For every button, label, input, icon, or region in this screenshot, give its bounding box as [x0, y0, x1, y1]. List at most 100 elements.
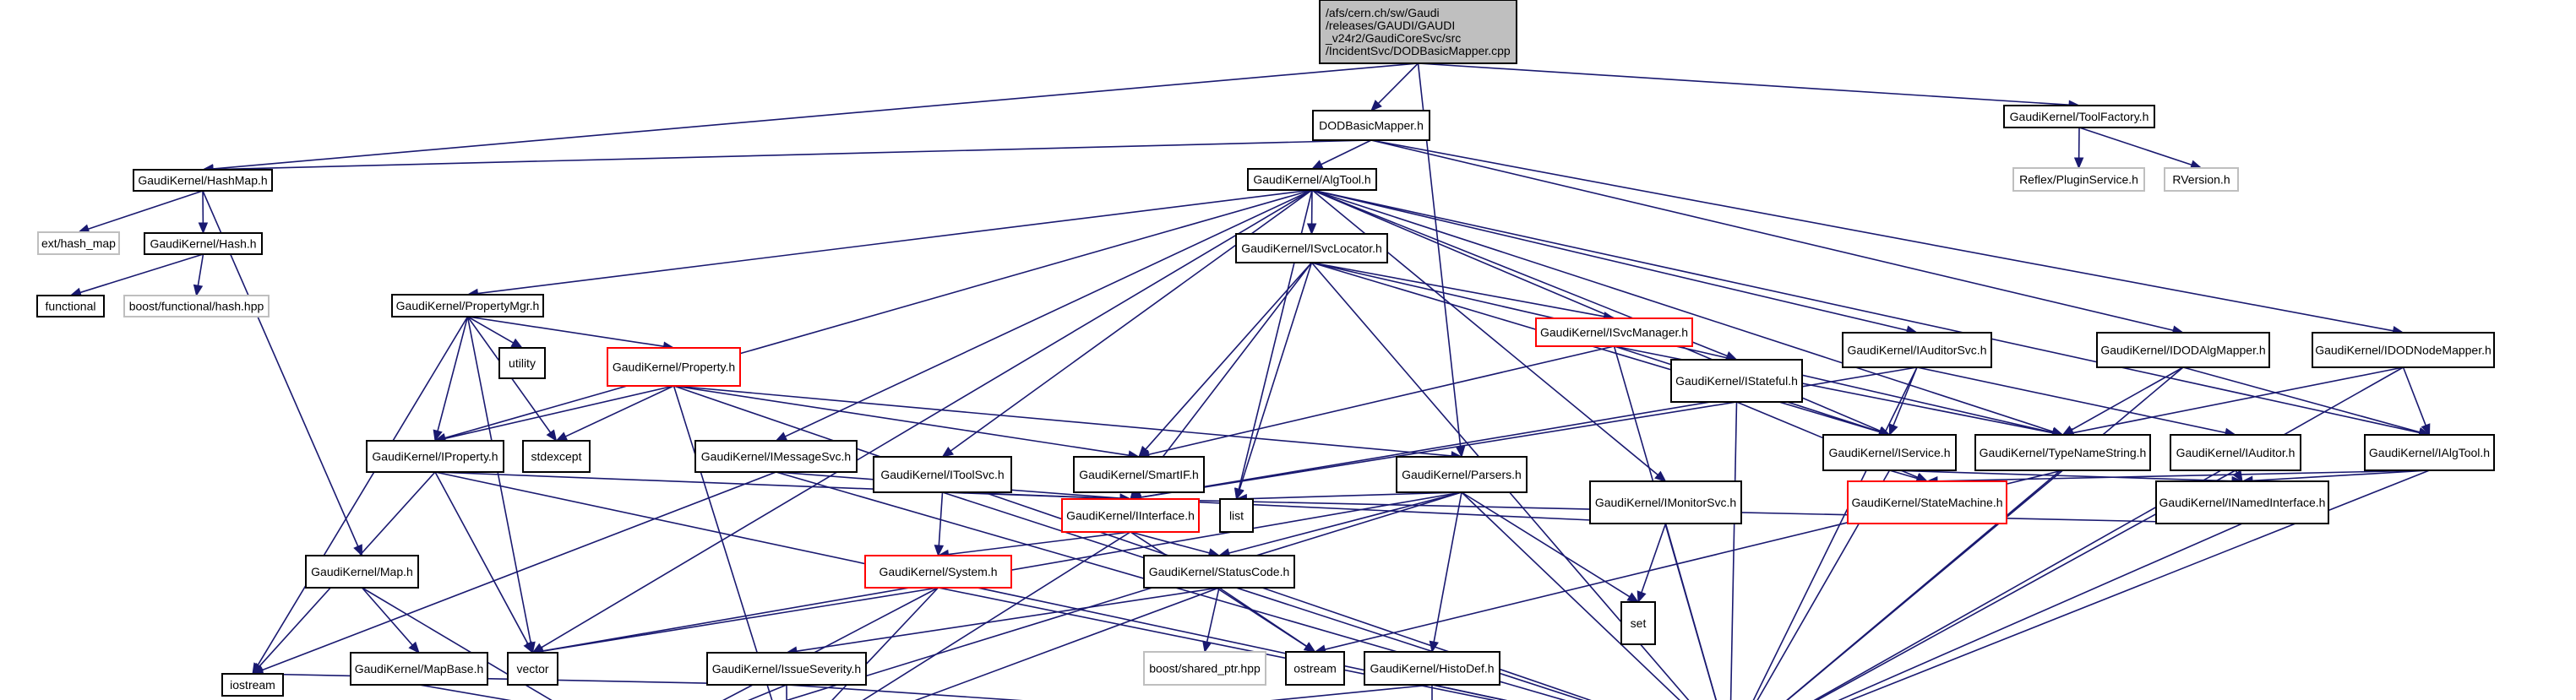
node-box[interactable]: [1670, 359, 1803, 403]
arrowhead-icon: [1888, 423, 1898, 437]
node-box[interactable]: [1247, 168, 1377, 191]
node-box[interactable]: [2364, 434, 2495, 471]
node-root[interactable]: /afs/cern.ch/sw/Gaudi/releases/GAUDI/GAU…: [1319, 0, 1517, 64]
node-box[interactable]: [1235, 233, 1388, 263]
node-SmartIF[interactable]: GaudiKernel/SmartIF.h: [1073, 456, 1205, 493]
node-utility[interactable]: utility: [498, 347, 546, 379]
node-label: GaudiKernel/IToolSvc.h: [880, 468, 1004, 481]
node-box[interactable]: [1319, 0, 1517, 64]
node-box[interactable]: [2155, 480, 2329, 524]
node-stdexcept[interactable]: stdexcept: [522, 440, 591, 473]
node-box[interactable]: [36, 295, 105, 317]
node-set[interactable]: set: [1620, 601, 1656, 645]
node-box[interactable]: [2012, 167, 2145, 192]
node-list[interactable]: list: [1219, 498, 1254, 533]
node-box[interactable]: [1589, 480, 1742, 524]
node-box[interactable]: [1312, 110, 1430, 141]
node-Parsers[interactable]: GaudiKernel/Parsers.h: [1396, 456, 1528, 493]
node-IDODAlgMapper[interactable]: GaudiKernel/IDODAlgMapper.h: [2096, 332, 2270, 368]
node-box[interactable]: [144, 232, 263, 255]
node-ToolFactory[interactable]: GaudiKernel/ToolFactory.h: [2003, 105, 2155, 128]
node-box[interactable]: [1535, 317, 1693, 347]
node-MapBase[interactable]: GaudiKernel/MapBase.h: [350, 652, 488, 686]
node-box[interactable]: [221, 673, 284, 697]
node-IMonitorSvc[interactable]: GaudiKernel/IMonitorSvc.h: [1589, 480, 1742, 524]
node-box[interactable]: [2003, 105, 2155, 128]
node-PropertyMgr[interactable]: GaudiKernel/PropertyMgr.h: [391, 294, 544, 317]
node-box[interactable]: [706, 652, 867, 686]
node-box[interactable]: [37, 231, 120, 255]
node-box[interactable]: [1974, 434, 2151, 471]
node-box[interactable]: [864, 555, 1012, 589]
node-IMessageSvc[interactable]: GaudiKernel/IMessageSvc.h: [694, 440, 858, 473]
node-TypeNameString[interactable]: GaudiKernel/TypeNameString.h: [1974, 434, 2151, 471]
node-box[interactable]: [1842, 332, 1992, 368]
node-box[interactable]: [123, 295, 270, 317]
node-System[interactable]: GaudiKernel/System.h: [864, 555, 1012, 589]
node-StatusCode[interactable]: GaudiKernel/StatusCode.h: [1143, 555, 1295, 589]
node-Map[interactable]: GaudiKernel/Map.h: [305, 555, 419, 589]
node-boost_hash[interactable]: boost/functional/hash.hpp: [123, 295, 270, 317]
node-box[interactable]: [1822, 434, 1957, 471]
node-functional[interactable]: functional: [36, 295, 105, 317]
node-IService[interactable]: GaudiKernel/IService.h: [1822, 434, 1957, 471]
node-Property[interactable]: GaudiKernel/Property.h: [607, 347, 741, 387]
node-ISvcLocator[interactable]: GaudiKernel/ISvcLocator.h: [1235, 233, 1388, 263]
node-box[interactable]: [1847, 480, 2007, 524]
node-iostream[interactable]: iostream: [221, 673, 284, 697]
node-box[interactable]: [350, 652, 488, 686]
node-Hash[interactable]: GaudiKernel/Hash.h: [144, 232, 263, 255]
node-INamedInterface[interactable]: GaudiKernel/INamedInterface.h: [2155, 480, 2329, 524]
node-box[interactable]: [1143, 555, 1295, 589]
node-AlgTool[interactable]: GaudiKernel/AlgTool.h: [1247, 168, 1377, 191]
node-box[interactable]: [391, 294, 544, 317]
node-vector[interactable]: vector: [507, 652, 558, 686]
node-PluginService[interactable]: Reflex/PluginService.h: [2012, 167, 2145, 192]
node-ISvcManager[interactable]: GaudiKernel/ISvcManager.h: [1535, 317, 1693, 347]
edge-IMessageSvc-to-iostream: [261, 471, 776, 671]
node-IAuditor[interactable]: GaudiKernel/IAuditor.h: [2170, 434, 2301, 471]
node-label: GaudiKernel/IMonitorSvc.h: [1595, 496, 1736, 509]
node-IInterface[interactable]: GaudiKernel/IInterface.h: [1061, 498, 1200, 533]
node-box[interactable]: [1364, 651, 1500, 686]
node-label: boost/functional/hash.hpp: [129, 300, 264, 313]
node-IStateful[interactable]: GaudiKernel/IStateful.h: [1670, 359, 1803, 403]
node-ext_hash_map[interactable]: ext/hash_map: [37, 231, 120, 255]
node-box[interactable]: [522, 440, 591, 473]
node-label: GaudiKernel/Map.h: [311, 565, 413, 578]
node-box[interactable]: [873, 456, 1012, 493]
node-RVersion[interactable]: RVersion.h: [2164, 167, 2239, 192]
node-IDODNodeMapper[interactable]: GaudiKernel/IDODNodeMapper.h: [2312, 332, 2495, 368]
node-box[interactable]: [1061, 498, 1200, 533]
node-box[interactable]: [2312, 332, 2495, 368]
node-DODBasicMapper[interactable]: DODBasicMapper.h: [1312, 110, 1430, 141]
node-box[interactable]: [133, 169, 273, 192]
node-ostream[interactable]: ostream: [1285, 651, 1345, 686]
node-box[interactable]: [1285, 651, 1345, 686]
node-box[interactable]: [305, 555, 419, 589]
node-box[interactable]: [1143, 651, 1266, 686]
node-box[interactable]: [366, 440, 504, 473]
node-box[interactable]: [1396, 456, 1528, 493]
node-StateMachine[interactable]: GaudiKernel/StateMachine.h: [1847, 480, 2007, 524]
node-IAlgTool[interactable]: GaudiKernel/IAlgTool.h: [2364, 434, 2495, 471]
node-box[interactable]: [1073, 456, 1205, 493]
node-HashMap[interactable]: GaudiKernel/HashMap.h: [133, 169, 273, 192]
node-HistoDef[interactable]: GaudiKernel/HistoDef.h: [1364, 651, 1500, 686]
node-IAuditorSvc[interactable]: GaudiKernel/IAuditorSvc.h: [1842, 332, 1992, 368]
node-box[interactable]: [507, 652, 558, 686]
node-box[interactable]: [2096, 332, 2270, 368]
node-box[interactable]: [607, 347, 741, 387]
node-box[interactable]: [2170, 434, 2301, 471]
node-box[interactable]: [694, 440, 858, 473]
node-IProperty[interactable]: GaudiKernel/IProperty.h: [366, 440, 504, 473]
node-box[interactable]: [498, 347, 546, 379]
node-box[interactable]: [2164, 167, 2239, 192]
node-IToolSvc[interactable]: GaudiKernel/IToolSvc.h: [873, 456, 1012, 493]
edge-HashMap-to-ext_hash_map: [88, 190, 204, 230]
node-box[interactable]: [1219, 498, 1254, 533]
node-box[interactable]: [1620, 601, 1656, 645]
edge-StatusCode-to-ostream: [1218, 587, 1307, 647]
node-boost_shared_ptr[interactable]: boost/shared_ptr.hpp: [1143, 651, 1266, 686]
node-IssueSeverity[interactable]: GaudiKernel/IssueSeverity.h: [706, 652, 867, 686]
